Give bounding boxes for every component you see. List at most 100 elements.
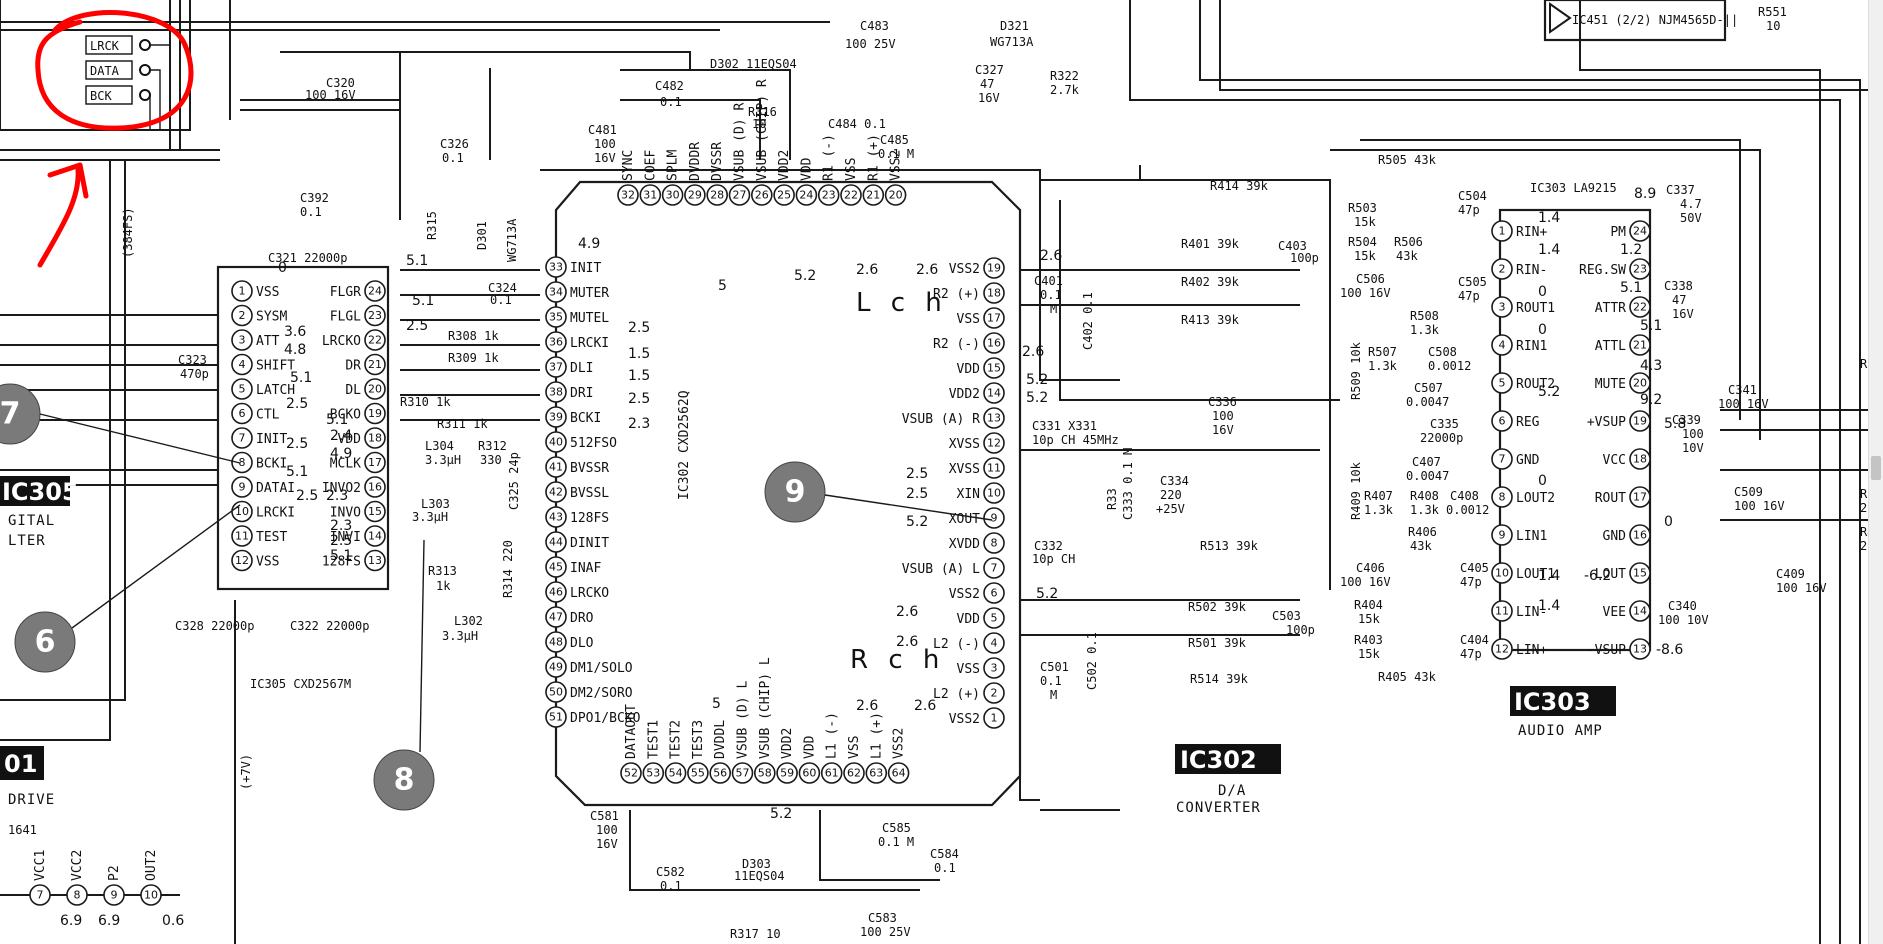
pin-number: 36	[549, 336, 563, 349]
component-label-r503: R503	[1348, 201, 1377, 215]
voltage-ic303-right: -8.6	[1656, 642, 1683, 658]
component-label-r407: R407	[1364, 489, 1393, 503]
component-label-r407v: 1.3k	[1364, 503, 1394, 517]
pin-number: 59	[780, 767, 794, 780]
connector-label: BCK	[90, 89, 112, 103]
pin-label: +VSUP	[1587, 415, 1626, 430]
component-label-r413: R413 39k	[1181, 313, 1240, 327]
connector-label: DATA	[90, 64, 120, 78]
ic305-side-label-1: GITAL	[8, 513, 55, 529]
voltage-ic302-right: 5.2	[1036, 586, 1058, 602]
pin-ic301-9: 9P2	[103, 865, 125, 906]
pin-label: VDD2	[780, 728, 795, 759]
pin-label: VCC1	[33, 850, 48, 881]
scrollbar-thumb[interactable]	[1871, 456, 1881, 480]
ic305-badge: IC305	[0, 476, 79, 506]
voltage-ic303-right: 8.9	[1634, 186, 1656, 202]
component-label-c483v: 100 25V	[845, 37, 896, 51]
pin-number: 17	[1633, 491, 1647, 504]
pin-number: 23	[368, 309, 382, 322]
pin-number: 21	[368, 358, 382, 371]
voltage-ic305: 5.1	[290, 370, 312, 386]
ic451-fragment: IC451 (2/2) NJM4565D-||	[1543, 0, 1738, 42]
component-label-c335v: 22000p	[1420, 431, 1463, 445]
component-label-c509v: 100 16V	[1734, 499, 1785, 513]
component-label-r505: R505 43k	[1378, 153, 1437, 167]
pin-label: VSS	[957, 312, 980, 327]
pin-label: L1 (+)	[869, 712, 884, 759]
pin-label: L1 (-)	[825, 712, 840, 759]
pin-number: 5	[991, 612, 998, 625]
component-label-c406: C406	[1356, 561, 1385, 575]
component-label-d321: D321	[1000, 19, 1029, 33]
component-label-c332v: 10p CH	[1032, 552, 1075, 566]
component-label-r507: R507	[1368, 345, 1397, 359]
component-label-c501v1: 0.1	[1040, 674, 1062, 688]
vertical-scrollbar[interactable]	[1868, 0, 1883, 944]
pin-label: DRI	[570, 386, 593, 401]
pin-ic302-2: 2L2 (+)	[933, 682, 1005, 704]
pin-number: 13	[368, 554, 382, 567]
pin-label: SPLM	[666, 150, 681, 181]
pin-label: 128FS	[322, 555, 361, 570]
pin-label: LATCH	[256, 383, 295, 398]
component-label-c339: C339	[1672, 413, 1701, 427]
pin-number: 14	[987, 387, 1001, 400]
pin-number: 24	[799, 189, 813, 202]
component-label-r316v: 10	[752, 117, 766, 131]
pin-label: INVI	[330, 530, 361, 545]
component-label-c509: C509	[1734, 485, 1763, 499]
pin-number: 60	[802, 767, 816, 780]
pin-ic302-62: 62 VSS	[843, 736, 865, 784]
pin-label: FLGR	[330, 285, 361, 300]
pin-label: DVDDR	[688, 142, 703, 181]
pin-label: DM2/SORO	[570, 686, 633, 701]
voltage-ic303-right: 4.3	[1640, 358, 1662, 374]
component-label-c338v1: 47	[1672, 293, 1686, 307]
component-label-d303: D303	[742, 857, 771, 871]
pin-number: 9	[1499, 529, 1506, 542]
pin-number: 44	[549, 536, 563, 549]
pin-label: XVSS	[949, 437, 980, 452]
voltage-ic302-right: 5.2	[906, 514, 928, 530]
pin-number: 62	[847, 767, 861, 780]
voltage-ic305: 0	[278, 260, 287, 276]
pin-label: VSS	[844, 158, 859, 181]
ic302-part-number: IC302 CXD2562Q	[677, 390, 692, 500]
component-label-r403: R403	[1354, 633, 1383, 647]
pin-label: DVDDL	[713, 720, 728, 759]
component-label-r406: R406	[1408, 525, 1437, 539]
pin-label: VSS	[847, 736, 862, 759]
pin-label: VCC	[1603, 453, 1626, 468]
voltage-ic305: 5.1	[406, 253, 428, 269]
ref-bubble-7: 7	[0, 383, 41, 445]
pin-number: 25	[777, 189, 791, 202]
pin-label: R2 (+)	[933, 287, 980, 302]
pin-number: 24	[1633, 225, 1647, 238]
pin-number: 9	[111, 889, 118, 902]
component-label-c507v: 0.0047	[1406, 395, 1449, 409]
pin-label: REG	[1516, 415, 1540, 430]
component-label-c340: C340	[1668, 599, 1697, 613]
pin-label: INAF	[570, 561, 601, 576]
component-label-r316: R316	[748, 105, 777, 119]
component-label-c502: C502 0.1	[1085, 632, 1099, 690]
